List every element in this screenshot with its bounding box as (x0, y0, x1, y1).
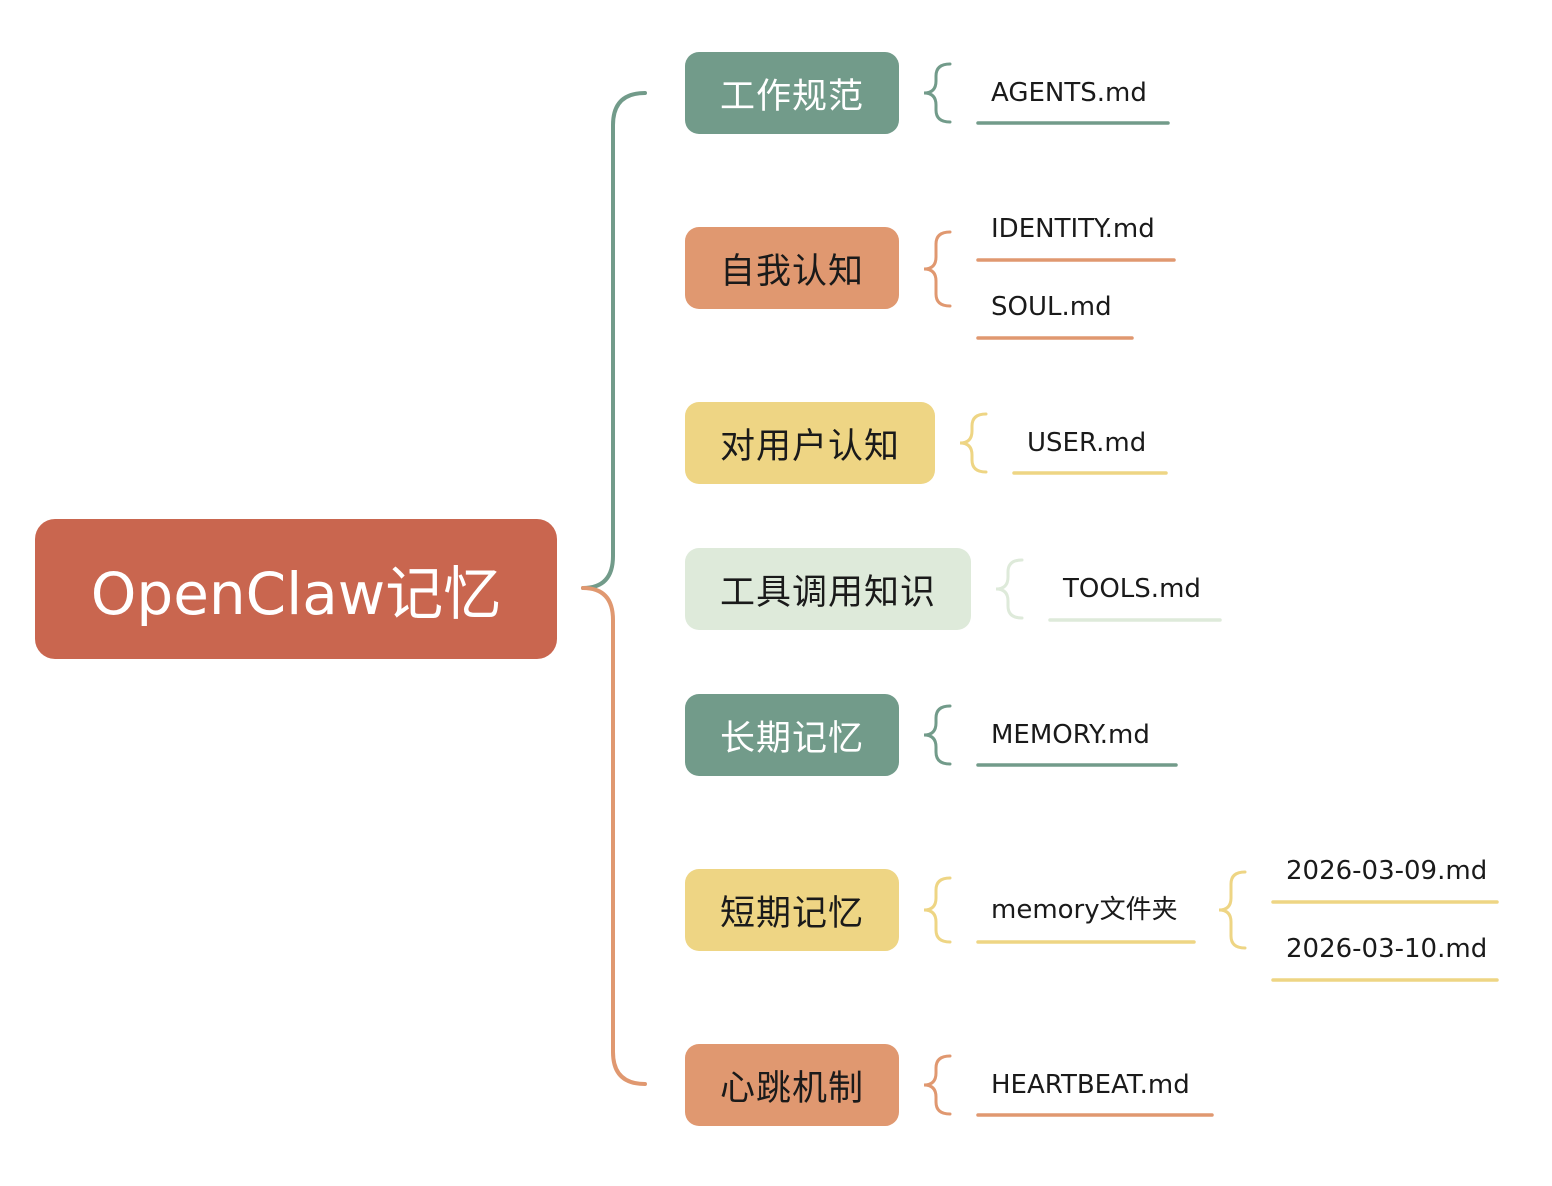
leaf-memory-md[interactable]: MEMORY.md (991, 720, 1150, 750)
brace-short-term-memory (923, 876, 952, 944)
brace-tool-knowledge (995, 558, 1024, 620)
leaf-tools-md[interactable]: TOOLS.md (1063, 574, 1201, 604)
topic-user-awareness[interactable]: 对用户认知 (685, 402, 935, 484)
topic-long-term-memory[interactable]: 长期记忆 (685, 694, 899, 776)
leaf-soul-md[interactable]: SOUL.md (991, 292, 1112, 322)
brace-memory-folder (1218, 870, 1247, 950)
brace-long-term-memory (923, 704, 952, 766)
leaf-memory-folder[interactable]: memory文件夹 (991, 895, 1178, 925)
topic-short-term-memory[interactable]: 短期记忆 (685, 869, 899, 951)
topic-self-awareness[interactable]: 自我认知 (685, 227, 899, 309)
topic-tool-knowledge[interactable]: 工具调用知识 (685, 548, 971, 630)
leaf-agents-md[interactable]: AGENTS.md (991, 78, 1147, 108)
trunk-upper (581, 91, 647, 590)
topic-work-rules[interactable]: 工作规范 (685, 52, 899, 134)
brace-self-awareness (923, 230, 952, 308)
brace-work-rules (923, 62, 952, 124)
brace-heartbeat (923, 1054, 952, 1116)
topic-heartbeat[interactable]: 心跳机制 (685, 1044, 899, 1126)
brace-user-awareness (959, 412, 988, 474)
trunk-lower (581, 586, 647, 1086)
leaf-daily-2026-03-09[interactable]: 2026-03-09.md (1286, 856, 1488, 886)
leaf-daily-2026-03-10[interactable]: 2026-03-10.md (1286, 934, 1488, 964)
leaf-user-md[interactable]: USER.md (1027, 428, 1147, 458)
root-node[interactable]: OpenClaw记忆 (35, 519, 557, 659)
leaf-heartbeat-md[interactable]: HEARTBEAT.md (991, 1070, 1190, 1100)
leaf-identity-md[interactable]: IDENTITY.md (991, 214, 1155, 244)
